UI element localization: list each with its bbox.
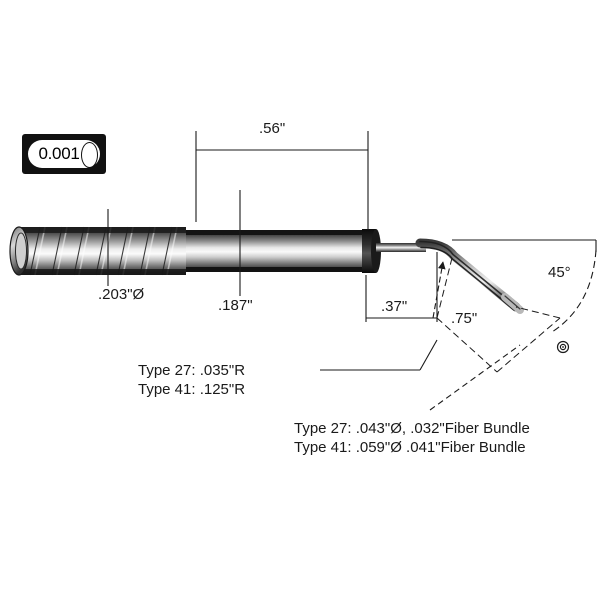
note-radius-line-1: Type 27: .035"R	[138, 362, 246, 379]
leader-fiber-bundle	[320, 339, 521, 411]
dimension-label-length-main: .56"	[259, 120, 286, 137]
probe-bent-tip	[415, 238, 524, 314]
dimension-label-bend-angle: 45°	[548, 264, 571, 281]
dimension-label-barrel-diameter: .187"	[218, 297, 253, 314]
dimension-label-offset-drop: .37"	[381, 298, 408, 315]
datum-target-symbol	[556, 340, 570, 354]
dimension-label-handle-diameter: .203"Ø	[98, 286, 145, 303]
probe-body	[9, 226, 524, 314]
tolerance-value: 0.001	[38, 144, 80, 163]
probe-shaft	[376, 243, 426, 252]
leader-arrow-bend	[432, 261, 446, 319]
note-fiber-bundle-line-2: Type 41: .059"Ø .041"Fiber Bundle	[294, 439, 526, 456]
dimension-label-tip-length: .75"	[451, 310, 478, 327]
tolerance-badge-pill: 0.001	[28, 140, 100, 168]
note-fiber-bundle-line-1: Type 27: .043"Ø, .032"Fiber Bundle	[294, 420, 530, 437]
dimension-offset-drop	[365, 252, 438, 322]
dimension-length-main	[195, 131, 369, 230]
dimension-tip-length	[436, 257, 561, 373]
note-radius-line-2: Type 41: .125"R	[138, 381, 246, 398]
tolerance-badge: 0.001	[22, 134, 106, 174]
probe-end-cap	[9, 226, 29, 276]
probe-handle-ribbed	[18, 226, 186, 276]
probe-barrel	[186, 230, 368, 272]
dimension-bend-angle	[452, 239, 597, 333]
tolerance-badge-endcap-icon	[81, 142, 98, 168]
